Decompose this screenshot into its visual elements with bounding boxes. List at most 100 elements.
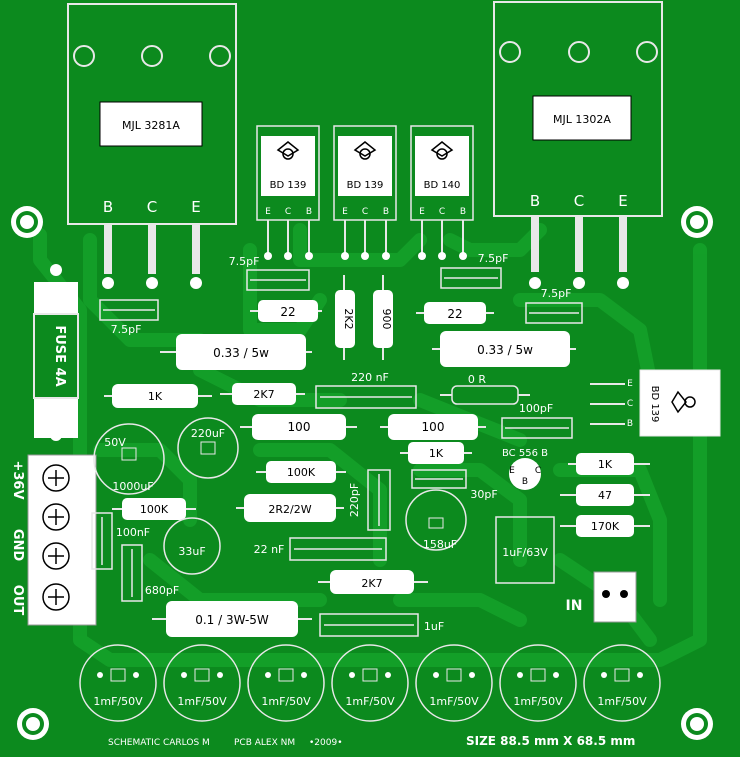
resistor-033-right: 0.33 / 5w	[432, 331, 576, 367]
pin-label-b: B	[530, 192, 540, 210]
pin-label-c: C	[535, 466, 541, 476]
input-connector: IN	[566, 571, 637, 623]
capacitor-value: 1mF/50V	[93, 695, 143, 708]
film-capacitors: 7.5pF 7.5pF 7.5pF 7.5pF 220 nF 100pF 220…	[91, 252, 583, 637]
capacitor-1uf63: 1uF/63V	[495, 516, 555, 584]
driver-transistor-2-label: BD 139	[347, 180, 384, 191]
resistor-value: 2K7	[361, 577, 382, 590]
pin-label-c: C	[627, 399, 633, 409]
capacitor-value: 7.5pF	[229, 255, 260, 268]
resistor-2k2: 2K2	[335, 275, 355, 360]
driver-transistor-1-label: BD 139	[270, 180, 307, 191]
capacitor-value: 220 nF	[351, 371, 389, 384]
mounting-hole-top-left	[11, 206, 43, 238]
resistor-0r: 0 R	[440, 373, 530, 405]
resistor-value: 1K	[429, 447, 444, 460]
capacitor-value: 1uF/63V	[502, 546, 548, 559]
capacitor-value: 33uF	[178, 545, 205, 558]
resistor-value: 1K	[598, 458, 613, 471]
power-transistor-right: MJL 1302A B C E	[493, 1, 663, 289]
capacitor-220pf: 220pF	[348, 469, 391, 531]
side-transistor-label: BD 139	[649, 386, 660, 423]
mounting-hole-top-right	[681, 206, 713, 238]
resistor-value: 47	[598, 489, 612, 502]
power-transistor-left: MJL 3281A B C E	[67, 3, 237, 289]
capacitor-220nf: 220 nF	[315, 371, 417, 409]
capacitor-75pf-c: 7.5pF	[440, 252, 508, 289]
footer-year: •2009•	[309, 738, 343, 748]
capacitor-value: 680pF	[145, 584, 179, 597]
small-transistor-bc556: BC 556 B E B C	[502, 448, 548, 490]
driver-transistor-3-label: BD 140	[424, 180, 461, 191]
power-terminal-block: +36V GND OUT	[10, 454, 97, 626]
capacitor-value: 158uF	[423, 538, 457, 551]
capacitor-value: 220pF	[348, 483, 361, 517]
terminal-label-gnd: GND	[10, 529, 25, 562]
pin-label-c: C	[574, 192, 584, 210]
footer-schematic-credit: SCHEMATIC CARLOS M	[108, 738, 210, 748]
capacitor-value: 220uF	[191, 427, 225, 440]
capacitor-value: 1mF/50V	[429, 695, 479, 708]
capacitor-value: 7.5pF	[541, 287, 572, 300]
power-transistor-right-label: MJL 1302A	[553, 113, 611, 126]
capacitor-75pf-a: 7.5pF	[229, 255, 310, 291]
resistor-value: 100K	[140, 503, 169, 516]
capacitor-220uf: 220uF	[177, 417, 239, 479]
capacitor-158uf: 158uF	[405, 489, 467, 551]
resistor-1k-c: 1K	[568, 453, 650, 475]
capacitor-75pf-d: 7.5pF	[525, 287, 583, 324]
resistor-1k-b: 1K	[400, 442, 472, 464]
resistor-170k: 170K	[560, 515, 650, 537]
resistor-01-3w: 0.1 / 3W-5W	[152, 601, 312, 637]
footer-board-size: SIZE 88.5 mm X 68.5 mm	[466, 734, 635, 748]
pin-label-e: E	[419, 207, 425, 217]
electrolytic-capacitors: 50V 1000uF 220uF 33uF 158uF	[93, 417, 467, 575]
capacitor-1mf-6: 1mF/50V	[499, 644, 577, 722]
resistor-value: 100	[288, 420, 311, 434]
pin-label-e: E	[509, 466, 515, 476]
small-transistor-label: BC 556 B	[502, 448, 548, 459]
capacitor-value: 1uF	[424, 620, 444, 633]
resistor-22-left: 22	[250, 300, 322, 322]
resistor-value: 2K2	[342, 308, 355, 329]
capacitor-1mf-1: 1mF/50V	[79, 644, 157, 722]
driver-transistor-3: BD 140 E C B	[410, 125, 474, 260]
capacitor-1mf-7: 1mF/50V	[583, 644, 661, 722]
fuse-label: FUSE 4A	[52, 325, 67, 386]
power-transistor-left-label: MJL 3281A	[122, 119, 180, 132]
resistor-value: 22	[447, 307, 462, 321]
pin-label-b: B	[627, 419, 633, 429]
resistor-2k7-b: 2K7	[318, 570, 428, 594]
pin-label-c: C	[285, 207, 291, 217]
mounting-hole-bottom-right	[681, 708, 713, 740]
mounting-holes	[11, 206, 713, 740]
capacitor-100pf: 100pF	[501, 402, 573, 439]
capacitor-22nf: 22 nF	[254, 537, 387, 561]
resistor-47: 47	[560, 484, 650, 506]
pin-label-e: E	[627, 379, 633, 389]
resistor-value: 900	[380, 309, 393, 330]
pin-label-e: E	[618, 192, 627, 210]
resistor-900: 900	[373, 275, 393, 360]
pin-label-b: B	[103, 198, 113, 216]
capacitor-value: 1mF/50V	[597, 695, 647, 708]
resistor-1k-a: 1K	[104, 384, 212, 408]
capacitor-33uf: 33uF	[163, 517, 221, 575]
capacitor-value: 1000uF	[112, 480, 153, 493]
capacitor-100nf: 100nF	[91, 512, 150, 570]
resistor-value: 0.33 / 5w	[477, 343, 533, 357]
resistor-100k-b: 100K	[112, 498, 196, 520]
resistor-100k-a: 100K	[256, 461, 346, 483]
driver-transistor-2: BD 139 E C B	[333, 125, 397, 260]
capacitor-680pf: 680pF	[121, 544, 179, 602]
resistor-value: 170K	[591, 520, 620, 533]
capacitor-value: 1mF/50V	[345, 695, 395, 708]
pin-label-c: C	[147, 198, 157, 216]
capacitor-1mf-4: 1mF/50V	[331, 644, 409, 722]
capacitor-1000uf: 50V 1000uF	[93, 423, 165, 495]
resistor-value: 0.33 / 5w	[213, 346, 269, 360]
pin-label-e: E	[265, 207, 271, 217]
pin-label-c: C	[439, 207, 445, 217]
resistor-value: 100	[422, 420, 445, 434]
